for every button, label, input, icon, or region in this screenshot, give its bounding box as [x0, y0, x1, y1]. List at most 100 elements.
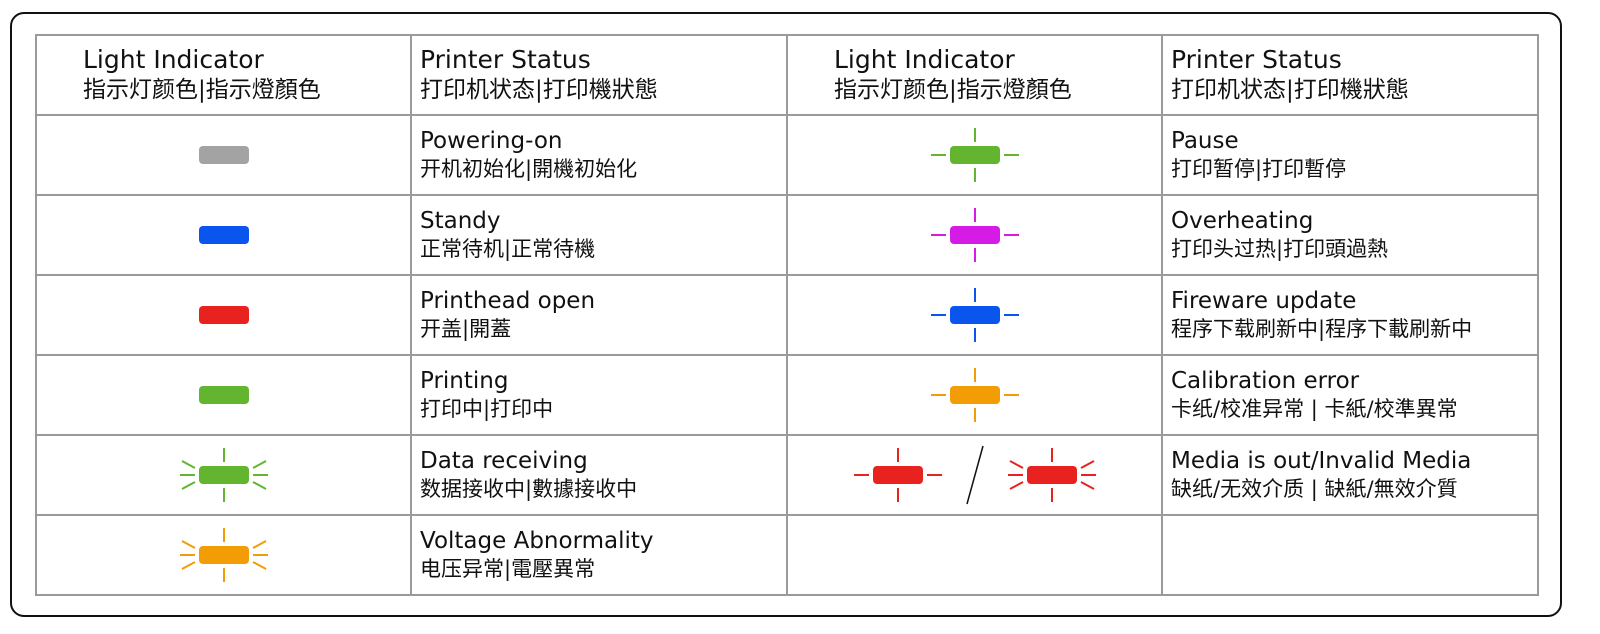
lamp-ray: [1080, 460, 1094, 469]
lamp-ray: [1009, 460, 1023, 469]
status-zh: 电压异常|電壓異常: [420, 557, 596, 581]
lamp-body: [949, 226, 1000, 244]
lamp-body: [1026, 466, 1077, 484]
lamp-body: [198, 386, 249, 404]
lamp-ray: [252, 481, 266, 490]
slow-or-fast-flash-light-icon: [853, 445, 1096, 505]
status-zh: 数据接收中|數據接收中: [420, 477, 638, 501]
status-zh: 打印头过热|打印頭過熱: [1171, 237, 1389, 261]
status-en: Media is out/Invalid Media: [1171, 448, 1472, 474]
status-zh: 打印暂停|打印暫停: [1171, 157, 1347, 181]
table-row: Data receiving 数据接收中|數據接收中 Media is out/…: [35, 434, 1539, 516]
status-cell: Data receiving 数据接收中|數據接收中: [410, 434, 788, 516]
slow-flash-light-icon: [930, 368, 1019, 422]
indicator-lamp: [179, 448, 268, 502]
table-row: Printing 打印中|打印中 Calibration error 卡纸/校准…: [35, 354, 1539, 436]
status-cell: Powering-on 开机初始化|開機初始化: [410, 114, 788, 196]
table-row: Printhead open 开盖|開蓋 Fireware update 程序下…: [35, 274, 1539, 356]
fast-flash-light-icon: [179, 448, 268, 502]
or-divider: [965, 445, 984, 505]
status-cell: Calibration error 卡纸/校准异常 | 卡紙/校準異常: [1161, 354, 1539, 436]
light-indicator-cell: [786, 194, 1163, 276]
header-row: Light Indicator 指示灯颜色|指示燈顏色 Printer Stat…: [35, 34, 1539, 116]
lamp-body: [949, 146, 1000, 164]
status-zh: 缺纸/无效介质 | 缺紙/無效介質: [1171, 477, 1458, 501]
header-status-en-2: Printer Status: [1171, 45, 1342, 74]
lamp-ray: [1080, 481, 1094, 490]
table-row: Powering-on 开机初始化|開機初始化 Pause 打印暂停|打印暫停: [35, 114, 1539, 196]
table-row: Standy 正常待机|正常待機 Overheating 打印头过热|打印頭過熱: [35, 194, 1539, 276]
status-cell: Fireware update 程序下载刷新中|程序下載刷新中: [1161, 274, 1539, 356]
status-zh: 开机初始化|開機初始化: [420, 157, 638, 181]
status-cell: Overheating 打印头过热|打印頭過熱: [1161, 194, 1539, 276]
status-en: Standy: [420, 208, 501, 234]
lamp-body: [198, 466, 249, 484]
lamp-body: [872, 466, 923, 484]
lamp-ray: [1009, 481, 1023, 490]
indicator-lamp: [198, 226, 249, 244]
light-indicator-cell: [786, 354, 1163, 436]
status-en: Fireware update: [1171, 288, 1357, 314]
indicator-lamp: [198, 386, 249, 404]
header-status-zh: 打印机状态|打印機狀態: [420, 77, 658, 103]
status-zh: 正常待机|正常待機: [420, 237, 596, 261]
status-cell: Standy 正常待机|正常待機: [410, 194, 788, 276]
indicator-lamp: [198, 306, 249, 324]
indicator-lamp: [930, 208, 1019, 262]
status-zh: 卡纸/校准异常 | 卡紙/校準異常: [1171, 397, 1458, 421]
empty-cell: [1161, 514, 1539, 596]
status-en: Powering-on: [420, 128, 563, 154]
solid-light-icon: [198, 226, 249, 244]
lamp-body: [198, 546, 249, 564]
header-printer-status: Printer Status 打印机状态|打印機狀態: [410, 34, 788, 116]
solid-light-icon: [198, 306, 249, 324]
light-indicator-cell: [35, 434, 412, 516]
lamp-body: [198, 306, 249, 324]
printer-status-table: Light Indicator 指示灯颜色|指示燈顏色 Printer Stat…: [35, 34, 1539, 596]
lamp-ray: [181, 561, 195, 570]
lamp-ray: [181, 460, 195, 469]
lamp-ray: [252, 561, 266, 570]
lamp-ray: [252, 460, 266, 469]
fast-flash-light-icon: [179, 528, 268, 582]
status-cell: Printhead open 开盖|開蓋: [410, 274, 788, 356]
header-status-en: Printer Status: [420, 45, 591, 74]
slow-flash-light-icon: [930, 288, 1019, 342]
slow-flash-light-icon: [930, 208, 1019, 262]
status-cell: Printing 打印中|打印中: [410, 354, 788, 436]
status-en: Voltage Abnormality: [420, 528, 654, 554]
indicator-lamp: [198, 146, 249, 164]
indicator-lamp: [930, 128, 1019, 182]
status-zh: 程序下载刷新中|程序下載刷新中: [1171, 317, 1473, 341]
header-status-zh-2: 打印机状态|打印機狀態: [1171, 77, 1409, 103]
header-light-en-2: Light Indicator: [834, 45, 1015, 74]
light-indicator-cell: [35, 354, 412, 436]
status-cell: Voltage Abnormality 电压异常|電壓異常: [410, 514, 788, 596]
status-en: Data receiving: [420, 448, 588, 474]
header-light-indicator-2: Light Indicator 指示灯颜色|指示燈顏色: [786, 34, 1163, 116]
light-indicator-cell: [786, 274, 1163, 356]
indicator-lamp: [179, 528, 268, 582]
header-light-zh: 指示灯颜色|指示燈顏色: [83, 77, 321, 103]
status-en: Printhead open: [420, 288, 596, 314]
lamp-ray: [252, 540, 266, 549]
status-en: Printing: [420, 368, 509, 394]
light-indicator-cell: [786, 434, 1163, 516]
indicator-lamp: [1007, 448, 1096, 502]
slow-flash-light-icon: [930, 128, 1019, 182]
status-cell: Pause 打印暂停|打印暫停: [1161, 114, 1539, 196]
light-indicator-cell: [786, 114, 1163, 196]
lamp-ray: [181, 540, 195, 549]
header-light-en: Light Indicator: [83, 45, 264, 74]
header-light-zh-2: 指示灯颜色|指示燈顏色: [834, 77, 1072, 103]
indicator-lamp: [930, 288, 1019, 342]
status-en: Calibration error: [1171, 368, 1360, 394]
table-row: Voltage Abnormality 电压异常|電壓異常: [35, 514, 1539, 596]
indicator-lamp: [853, 448, 942, 502]
status-zh: 开盖|開蓋: [420, 317, 512, 341]
empty-cell: [786, 514, 1163, 596]
lamp-ray: [181, 481, 195, 490]
light-indicator-cell: [35, 274, 412, 356]
header-light-indicator: Light Indicator 指示灯颜色|指示燈顏色: [35, 34, 412, 116]
lamp-body: [949, 386, 1000, 404]
